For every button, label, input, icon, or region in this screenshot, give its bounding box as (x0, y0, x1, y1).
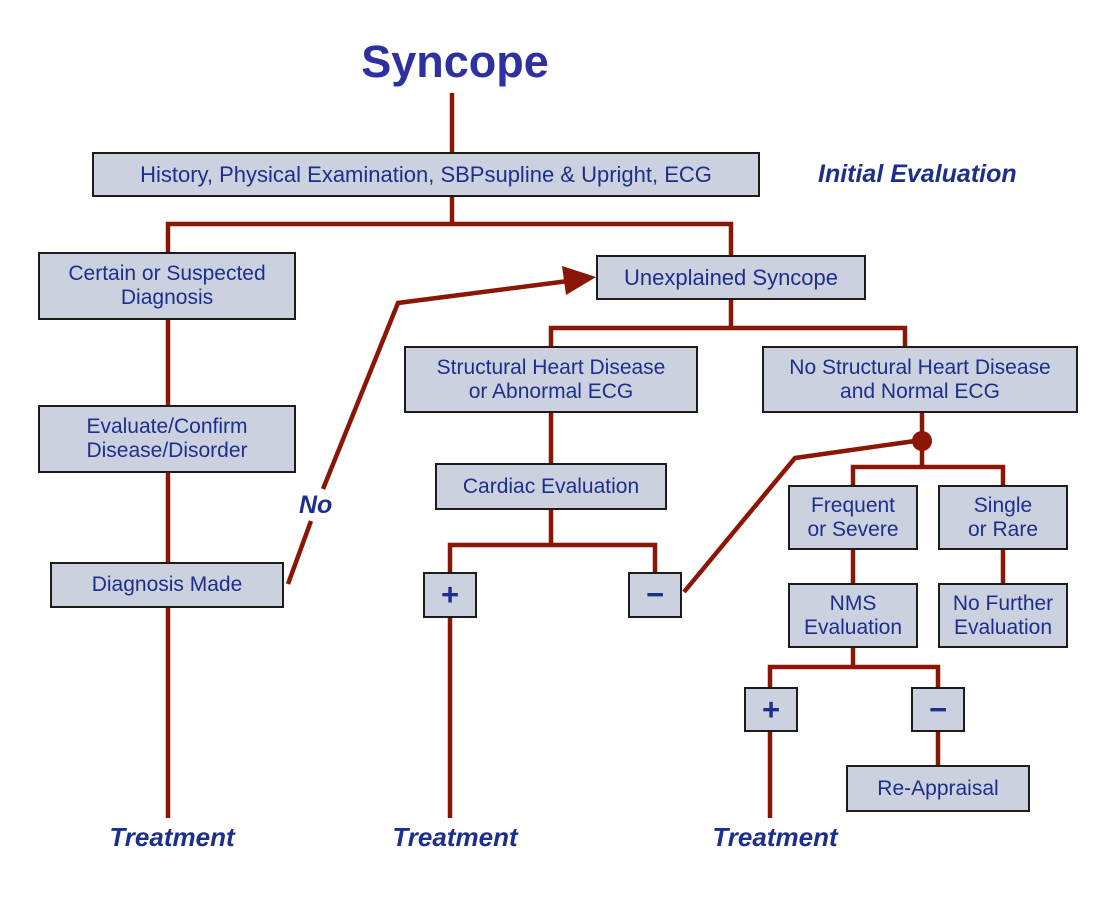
edge-cardiac-splitter (447, 542, 658, 572)
nms-positive-box: + (744, 687, 798, 732)
frequent-line1: Frequent (810, 493, 896, 517)
junction-dot (912, 431, 932, 451)
initial-evaluation-box: History, Physical Examination, SBPsuplin… (92, 152, 760, 197)
cardiac-evaluation-box: Cardiac Evaluation (435, 463, 667, 510)
treatment-label-left: Treatment (109, 822, 235, 852)
certain-diagnosis-line2: Diagnosis (120, 286, 214, 309)
no-further-line2: Evaluation (953, 615, 1053, 639)
diagnosis-made-text: Diagnosis Made (91, 573, 243, 597)
cardiac-minus-sign: − (645, 577, 665, 613)
cardiac-plus-sign: + (440, 577, 460, 613)
flowchart-title: Syncope (361, 36, 549, 87)
nms-minus-sign: − (928, 691, 948, 727)
cardiac-positive-box: + (423, 572, 477, 618)
re-appraisal-text: Re-Appraisal (877, 776, 999, 800)
initial-evaluation-label: Initial Evaluation (818, 160, 1017, 188)
treatment-label-middle: Treatment (392, 822, 518, 852)
frequent-line2: or Severe (807, 517, 899, 541)
nms-line1: NMS (829, 591, 877, 615)
single-or-rare-box: Single or Rare (938, 485, 1068, 550)
evaluate-confirm-line2: Disease/Disorder (86, 439, 248, 462)
edge-no-lower-segment (285, 520, 314, 585)
unexplained-syncope-box: Unexplained Syncope (596, 255, 866, 300)
nms-evaluation-box: NMS Evaluation (788, 583, 918, 648)
initial-evaluation-text: History, Physical Examination, SBPsuplin… (140, 161, 712, 187)
no-structural-line1: No Structural Heart Disease (789, 355, 1051, 379)
edge-rightbranch-splitter (850, 464, 1006, 485)
single-line2: or Rare (967, 517, 1039, 541)
no-label: No (299, 491, 333, 519)
edge-nms-splitter (767, 664, 941, 687)
no-arrowhead (562, 266, 596, 295)
no-structural-line2: and Normal ECG (840, 379, 1000, 403)
diagnosis-made-box: Diagnosis Made (50, 562, 284, 608)
nms-plus-sign: + (761, 691, 781, 727)
evaluate-confirm-box: Evaluate/Confirm Disease/Disorder (38, 405, 296, 473)
unexplained-syncope-text: Unexplained Syncope (623, 264, 839, 290)
structural-heart-disease-box: Structural Heart Disease or Abnormal ECG (404, 346, 698, 413)
no-further-evaluation-box: No Further Evaluation (938, 583, 1068, 648)
nms-line2: Evaluation (803, 615, 903, 639)
re-appraisal-box: Re-Appraisal (846, 765, 1030, 812)
nms-negative-box: − (911, 687, 965, 732)
edge-cardiacminus-to-junction (682, 437, 923, 594)
no-further-line1: No Further (952, 591, 1054, 615)
edge-no-upper-segment (320, 277, 577, 490)
evaluate-confirm-line1: Evaluate/Confirm (86, 415, 248, 439)
edge-unexplained-splitter (548, 325, 908, 346)
cardiac-negative-box: − (628, 572, 682, 618)
structural-line1: Structural Heart Disease (436, 355, 666, 379)
frequent-or-severe-box: Frequent or Severe (788, 485, 918, 550)
certain-diagnosis-line1: Certain or Suspected (68, 262, 266, 286)
edge-top-splitter (165, 221, 734, 255)
no-structural-heart-disease-box: No Structural Heart Disease and Normal E… (762, 346, 1078, 413)
structural-line2: or Abnormal ECG (468, 379, 634, 403)
single-line1: Single (973, 493, 1033, 517)
cardiac-evaluation-text: Cardiac Evaluation (462, 474, 640, 498)
treatment-label-right: Treatment (712, 822, 838, 852)
certain-diagnosis-box: Certain or Suspected Diagnosis (38, 252, 296, 320)
